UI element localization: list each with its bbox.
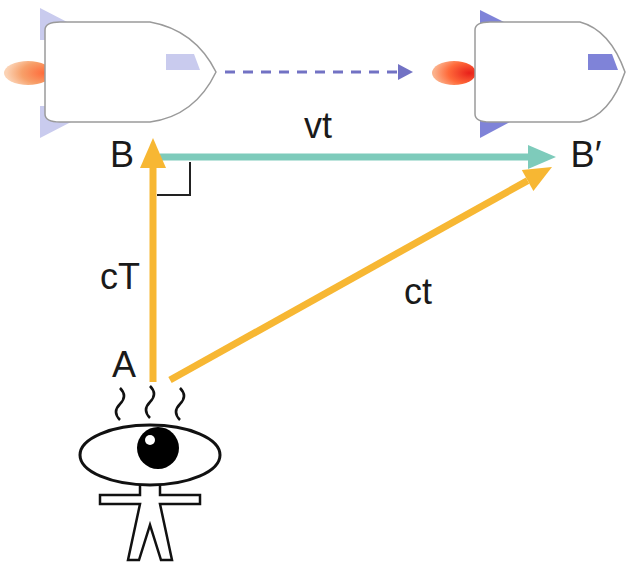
point-label: B [110, 135, 134, 175]
dashed-line [225, 71, 400, 74]
eyelash [116, 388, 124, 420]
motion-arrow [225, 64, 413, 80]
rocket-body [45, 22, 216, 122]
eye-pupil [137, 427, 179, 469]
arrow-shaft [160, 154, 530, 161]
arrow-head [522, 167, 552, 191]
arrow-head [398, 64, 413, 80]
vt-arrow [160, 145, 556, 169]
eye-highlight [145, 435, 155, 445]
arrow-head [140, 138, 166, 168]
eye-outline [80, 425, 220, 485]
rocket-flame [432, 61, 476, 85]
point-label: A [112, 345, 136, 385]
point-label: B′ [571, 135, 602, 175]
ct-arrow [170, 167, 552, 380]
rocket-end [432, 10, 625, 138]
distance-label: cT [100, 257, 140, 297]
arrow-shaft [170, 181, 528, 380]
rocket-window [588, 54, 618, 70]
rocket-window [166, 54, 200, 70]
arrow-shaft [150, 165, 157, 382]
arrow-head [528, 145, 556, 169]
body-outline [100, 482, 200, 560]
observer-figure [80, 386, 220, 560]
cT-arrow [140, 138, 166, 382]
distance-label: vt [304, 106, 332, 146]
distance-label: ct [404, 272, 432, 312]
rocket-start [4, 8, 216, 138]
rocket-body [475, 22, 625, 122]
eyelash [146, 386, 154, 418]
eyelash [176, 388, 184, 420]
